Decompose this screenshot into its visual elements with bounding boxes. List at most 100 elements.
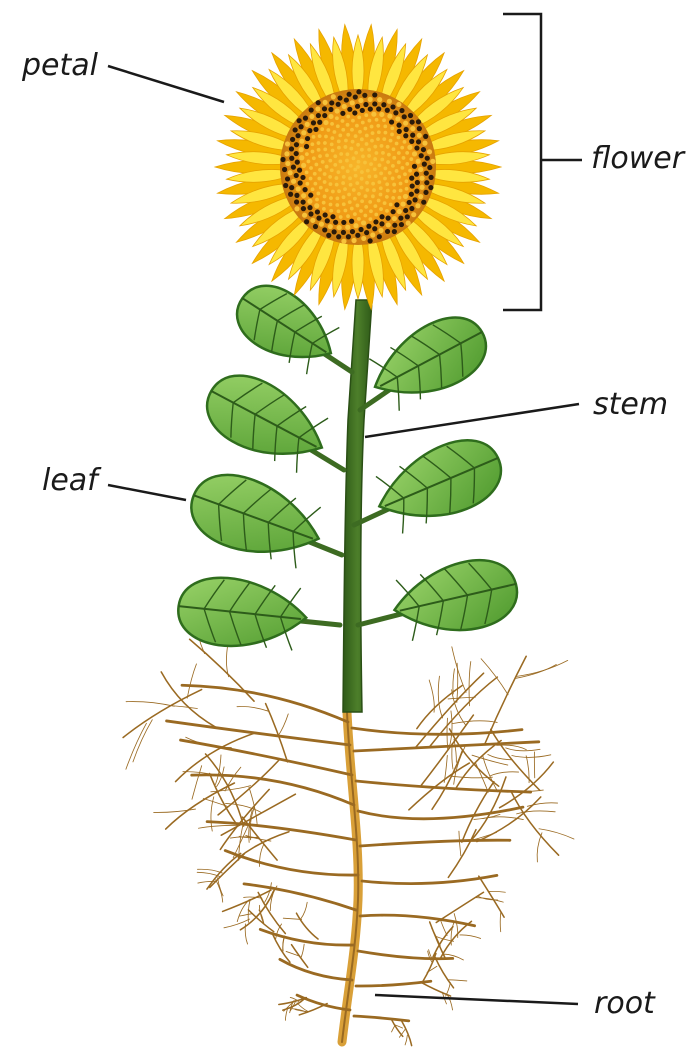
seed (383, 177, 387, 181)
seed (294, 193, 299, 198)
root-branch (500, 912, 501, 932)
seed (294, 199, 299, 204)
seed (309, 177, 313, 181)
seed (299, 155, 304, 160)
seed (333, 130, 337, 134)
seed (416, 139, 421, 144)
seed (365, 181, 369, 185)
seed (392, 183, 396, 187)
seed (355, 233, 360, 238)
root-branch (301, 902, 307, 918)
root-branch (126, 723, 147, 769)
petal-leader-line (108, 66, 224, 102)
seed (289, 146, 294, 151)
seed (335, 176, 339, 180)
seed (340, 111, 345, 116)
seed (351, 119, 355, 123)
seed (373, 145, 377, 149)
root-branch (362, 875, 497, 883)
seed (405, 151, 409, 155)
seed (366, 169, 370, 173)
seed (406, 221, 411, 226)
flower-bracket (503, 14, 582, 310)
root-branch (126, 702, 174, 707)
seed (294, 151, 299, 156)
seed (289, 185, 294, 190)
root-branch (225, 767, 241, 791)
seed (391, 177, 395, 181)
seed (370, 232, 375, 237)
seed (367, 175, 371, 179)
seed (329, 182, 333, 186)
root-branch (190, 639, 254, 701)
seed (290, 137, 295, 142)
seed (346, 123, 350, 127)
seed (330, 136, 334, 140)
seed (368, 106, 373, 111)
seed (414, 189, 419, 194)
seed (283, 183, 288, 188)
seed (376, 137, 380, 141)
seed (357, 217, 361, 221)
seed (315, 198, 319, 202)
seed (304, 144, 309, 149)
root-branch (133, 720, 152, 762)
seed (409, 176, 414, 181)
seed (389, 203, 393, 207)
seed (373, 204, 377, 208)
seed (317, 141, 321, 145)
seed (294, 206, 299, 211)
seed (328, 175, 332, 179)
seed (352, 110, 357, 115)
seed (403, 208, 408, 213)
seed (386, 222, 391, 227)
seed (371, 112, 376, 117)
seed (421, 200, 426, 205)
seed (325, 153, 329, 157)
seed (355, 181, 359, 185)
seed (330, 122, 334, 126)
root-branch (460, 935, 481, 939)
seed (301, 199, 306, 204)
seed (300, 175, 305, 180)
seed (360, 148, 364, 152)
root-branch (452, 721, 497, 724)
seed (302, 187, 307, 192)
seed (343, 187, 347, 191)
seed (354, 134, 358, 138)
root-branch (301, 944, 304, 958)
seed (309, 166, 313, 170)
seed (331, 94, 336, 99)
seed (351, 140, 355, 144)
seed (349, 219, 354, 224)
seed (408, 113, 413, 118)
seed (357, 192, 361, 196)
seed (285, 176, 290, 181)
seed (424, 180, 429, 185)
seed (306, 160, 310, 164)
root-branch (481, 659, 508, 695)
seed (350, 207, 354, 211)
seed (372, 188, 376, 192)
seed (337, 95, 342, 100)
seed (428, 185, 433, 190)
seed (298, 124, 303, 129)
seed (309, 114, 314, 119)
seed (336, 102, 341, 107)
seed (353, 168, 357, 172)
seed (353, 94, 358, 99)
seed (422, 141, 427, 146)
seed (330, 168, 334, 172)
seed (377, 234, 382, 239)
seed (377, 199, 381, 203)
seed (405, 162, 409, 166)
root-branch (296, 913, 318, 939)
seed (341, 220, 346, 225)
seed (397, 175, 401, 179)
seed (338, 133, 342, 137)
seed (328, 114, 333, 119)
seed (330, 214, 335, 219)
seed (424, 171, 429, 176)
seed (392, 147, 396, 151)
seed (333, 220, 338, 225)
